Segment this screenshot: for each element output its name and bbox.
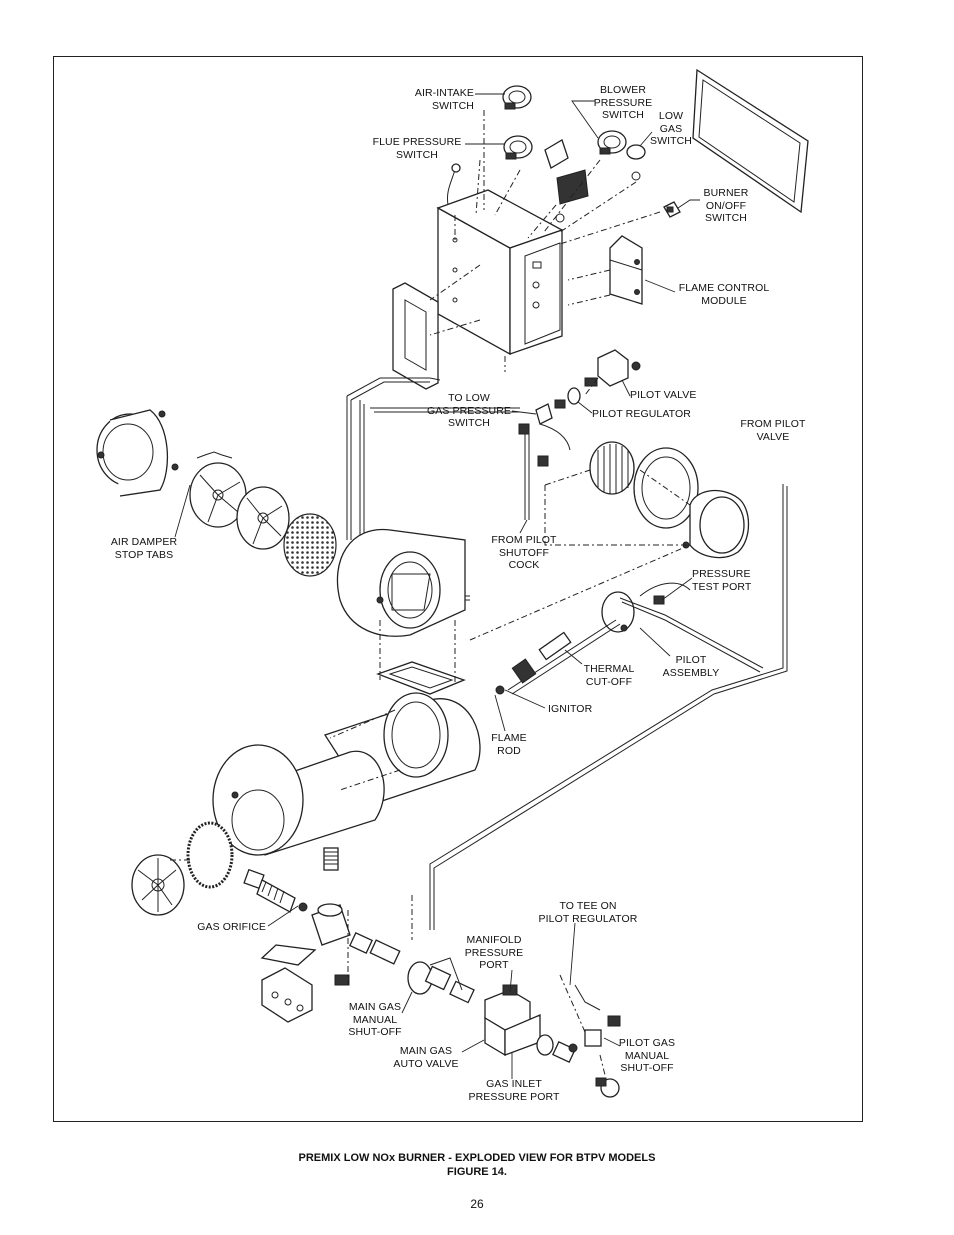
label-low-gas-switch: LOW GAS SWITCH [649,110,692,147]
gas-train-guide-lines [347,895,606,1076]
coupling-part [323,847,339,871]
air-intake-switch-part [502,85,532,110]
label-burner-on-off-switch: BURNER ON/OFF SWITCH [703,187,749,224]
label-blower-pressure-switch: BLOWER PRESSURE SWITCH [593,84,653,121]
label-ignitor: IGNITOR [548,703,593,715]
sensor-lead-part [447,163,461,206]
label-thermal-cut-off: THERMAL CUT-OFF [583,663,635,688]
flame-control-module-part [609,235,643,305]
label-pressure-test-port: PRESSURE TEST PORT [692,568,752,593]
air-filter-screen-part [283,513,337,577]
junction-box-part [260,944,350,1023]
assembly-guide-lines [429,110,661,396]
blower-wheel-part [589,441,635,495]
blower-pressure-switch-part [597,130,627,155]
relay-parts [544,139,589,223]
label-pilot-assembly: PILOT ASSEMBLY [662,654,720,679]
transition-plate-part [376,661,466,695]
page-number: 26 [470,1197,484,1211]
flue-pressure-switch-part [503,135,533,160]
blower-motor-part [682,489,750,559]
label-main-gas-auto-valve: MAIN GAS AUTO VALVE [393,1045,459,1070]
control-box-part [436,189,564,356]
label-pilot-valve: PILOT VALVE [630,389,697,401]
pilot-regulator-part [554,387,581,409]
label-to-tee-on-pilot-regulator: TO TEE ON PILOT REGULATOR [538,900,638,925]
label-air-damper-stop-tabs: AIR DAMPER STOP TABS [110,536,178,561]
label-gas-inlet-pressure-port: GAS INLET PRESSURE PORT [468,1078,560,1103]
label-flame-rod: FLAME ROD [491,732,527,757]
mounting-bracket-part [392,282,439,390]
label-gas-orifice: GAS ORIFICE [197,921,266,933]
low-gas-switch-part [626,144,646,181]
label-flue-pressure-switch: FLUE PRESSURE SWITCH [372,136,462,161]
label-from-pilot-valve: FROM PILOT VALVE [740,418,806,443]
label-pilot-gas-manual-shut-off: PILOT GAS MANUAL SHUT-OFF [618,1037,676,1074]
label-manifold-pressure-port: MANIFOLD PRESSURE PORT [464,934,524,971]
label-from-pilot-shutoff-cock: FROM PILOT SHUTOFF COCK [491,534,557,571]
main-gas-auto-valve-part [484,984,576,1064]
pilot-gas-manual-shutoff-part [568,1015,621,1098]
gas-tee-part [298,902,351,946]
damper-stop-tabs-part [171,451,233,471]
label-air-intake-switch: AIR-INTAKE SWITCH [414,87,474,112]
burner-tube-part [212,744,385,856]
pilot-valve-part [584,349,641,387]
gas-orifice-part [243,868,296,913]
pilot-assembly-part [495,582,691,695]
label-flame-control-module: FLAME CONTROL MODULE [678,282,770,307]
gasket-frame-part [692,68,809,214]
figure-caption-title: PREMIX LOW NOx BURNER - EXPLODED VIEW FO… [298,1152,656,1164]
blower-housing-part [336,528,466,637]
blower-guide-lines [469,469,691,641]
label-main-gas-manual-shut-off: MAIN GAS MANUAL SHUT-OFF [348,1001,402,1038]
burner-guide-lines [170,620,456,861]
label-pilot-regulator: PILOT REGULATOR [592,408,691,420]
main-gas-manual-shutoff-part [407,957,463,995]
tee-fitting-part [518,403,571,520]
air-damper-plate-1 [189,462,247,528]
gas-pipe-nipples-part [349,931,475,1004]
figure-number: FIGURE 14. [447,1166,507,1178]
air-damper-plate-2 [236,486,290,550]
label-to-low-gas-pressure-switch: TO LOW GAS PRESSURE SWITCH [426,392,512,429]
burner-head-part [131,854,185,916]
burner-on-off-switch-part [663,201,681,218]
label-leader-lines [174,93,700,1079]
flame-retention-ring-part [186,821,234,889]
pilot-gas-tubing [429,484,788,1011]
air-damper-housing-part [96,409,169,497]
